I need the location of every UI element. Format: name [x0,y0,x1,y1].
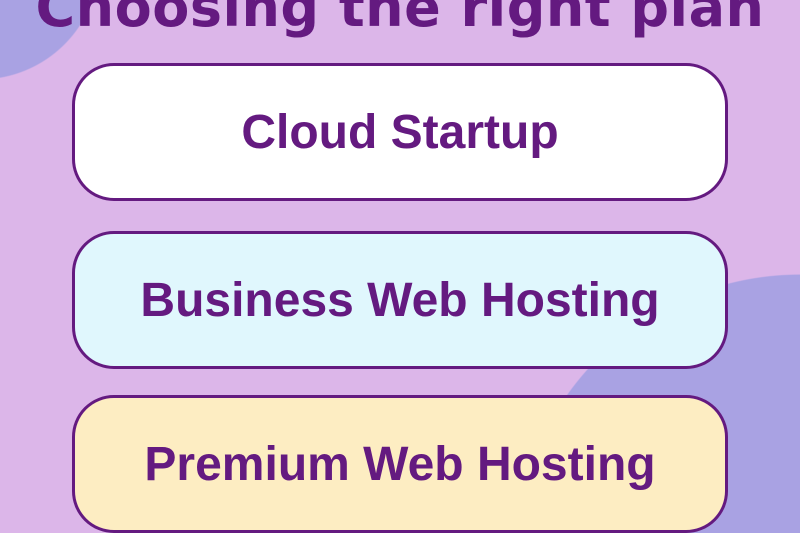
plan-label: Cloud Startup [241,105,559,159]
plan-label: Business Web Hosting [140,273,660,327]
plan-label: Premium Web Hosting [144,437,656,491]
plan-card-business-web-hosting[interactable]: Business Web Hosting [72,231,728,369]
decorative-blob-top-left [0,0,100,80]
plan-card-cloud-startup[interactable]: Cloud Startup [72,63,728,201]
page-title: Choosing the right plan [35,0,765,39]
plan-card-premium-web-hosting[interactable]: Premium Web Hosting [72,395,728,533]
